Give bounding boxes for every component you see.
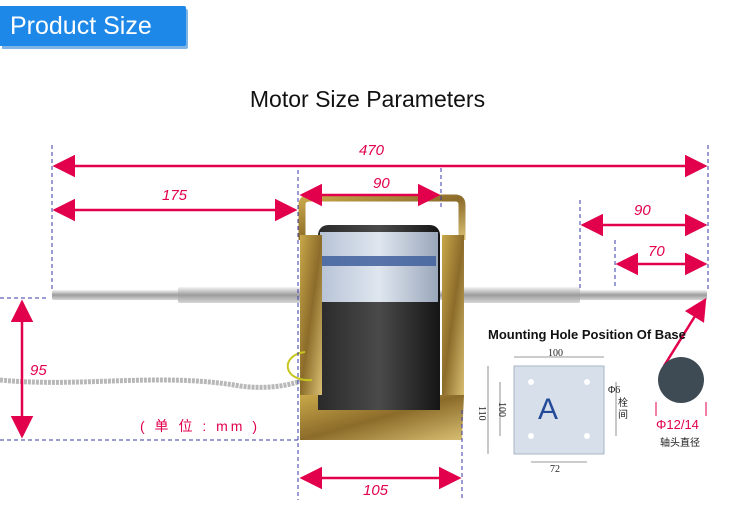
mounting-inner-height: 100 xyxy=(496,402,507,417)
power-cable xyxy=(0,369,322,390)
mounting-plate-letter: A xyxy=(538,393,559,426)
dim-label-70: 70 xyxy=(648,243,665,260)
mounting-hole-dia: Φ6 xyxy=(608,385,621,396)
shaft-collar-left xyxy=(178,287,303,303)
mounting-hole-title: Mounting Hole Position Of Base xyxy=(488,327,686,342)
product-size-badge: Product Size xyxy=(0,6,186,46)
dim-label-175: 175 xyxy=(162,187,188,204)
mounting-plate-drawing xyxy=(487,356,707,463)
mounting-base xyxy=(300,395,464,440)
dim-label-90-right: 90 xyxy=(634,202,651,219)
shaft-pointer-arrow xyxy=(662,297,707,367)
shaft-collar-right xyxy=(455,287,580,303)
shaft-diameter-label: Φ12/14 xyxy=(656,417,699,432)
dim-label-90-top: 90 xyxy=(373,175,390,192)
mounting-hole-label: 栓 间 xyxy=(618,398,628,421)
side-plate-right xyxy=(442,235,464,395)
shaft-end-circle xyxy=(658,357,704,403)
dim-label-470: 470 xyxy=(359,142,385,159)
diagram-title: Motor Size Parameters xyxy=(249,86,486,112)
dim-label-95: 95 xyxy=(30,362,47,379)
mounting-top-width: 100 xyxy=(548,348,563,359)
mounting-bottom-width: 72 xyxy=(550,464,560,475)
side-plate-left xyxy=(300,235,322,395)
motor-label-plate xyxy=(320,232,438,302)
mounting-outer-height: 110 xyxy=(476,406,487,421)
unit-note: ( 单 位 : mm ) xyxy=(140,418,260,434)
shaft-diameter-caption: 轴头直径 xyxy=(660,438,700,449)
dim-label-105: 105 xyxy=(363,482,389,499)
